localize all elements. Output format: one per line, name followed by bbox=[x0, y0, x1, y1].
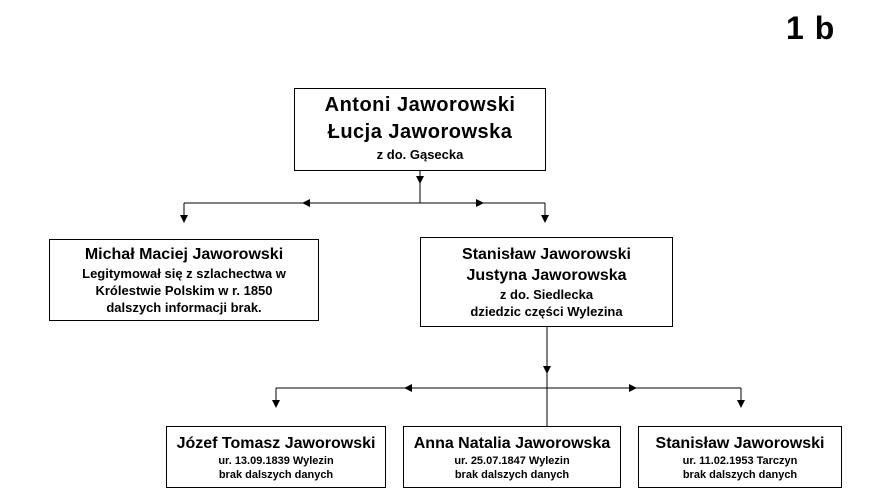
child-name: Józef Tomasz Jaworowski bbox=[176, 434, 376, 452]
child-box-jozef: Józef Tomasz Jaworowski ur. 13.09.1839 W… bbox=[166, 426, 386, 488]
michal-box: Michał Maciej Jaworowski Legitymował się… bbox=[49, 239, 319, 321]
stanislaw-name-1: Stanisław Jaworowski bbox=[462, 246, 631, 263]
child-name: Anna Natalia Jaworowska bbox=[413, 434, 611, 452]
child-born: ur. 11.02.1953 Tarczyn bbox=[682, 454, 798, 467]
child-note: brak dalszych danych bbox=[682, 468, 798, 481]
child-name: Stanisław Jaworowski bbox=[655, 434, 825, 452]
michal-line-3: dalszych informacji brak. bbox=[106, 300, 262, 315]
stanislaw-couple-box: Stanisław Jaworowski Justyna Jaworowska … bbox=[420, 237, 673, 327]
child-box-stanislaw: Stanisław Jaworowski ur. 11.02.1953 Tarc… bbox=[638, 426, 842, 488]
root-name-1: Antoni Jaworowski bbox=[324, 94, 516, 116]
child-note: brak dalszych danych bbox=[218, 468, 334, 481]
michal-line-1: Legitymował się z szlachectwa w bbox=[82, 266, 286, 281]
child-note: brak dalszych danych bbox=[454, 468, 570, 481]
child-born: ur. 13.09.1839 Wylezin bbox=[218, 454, 334, 467]
page-label: 1 b bbox=[786, 10, 836, 46]
child-box-anna: Anna Natalia Jaworowska ur. 25.07.1847 W… bbox=[403, 426, 621, 488]
child-born: ur. 25.07.1847 Wylezin bbox=[454, 454, 570, 467]
stanislaw-name-2: Justyna Jaworowska bbox=[466, 267, 627, 284]
michal-line-2: Królestwie Polskim w r. 1850 bbox=[95, 283, 273, 298]
root-name-2: Łucja Jaworowska bbox=[327, 121, 513, 143]
root-couple-box: Antoni Jaworowski Łucja Jaworowska z do.… bbox=[294, 88, 546, 171]
michal-name: Michał Maciej Jaworowski bbox=[84, 246, 284, 263]
stanislaw-line-1: z do. Siedlecka bbox=[499, 287, 594, 302]
stanislaw-line-2: dziedzic części Wylezina bbox=[470, 304, 623, 319]
root-note: z do. Gąsecka bbox=[376, 147, 464, 162]
